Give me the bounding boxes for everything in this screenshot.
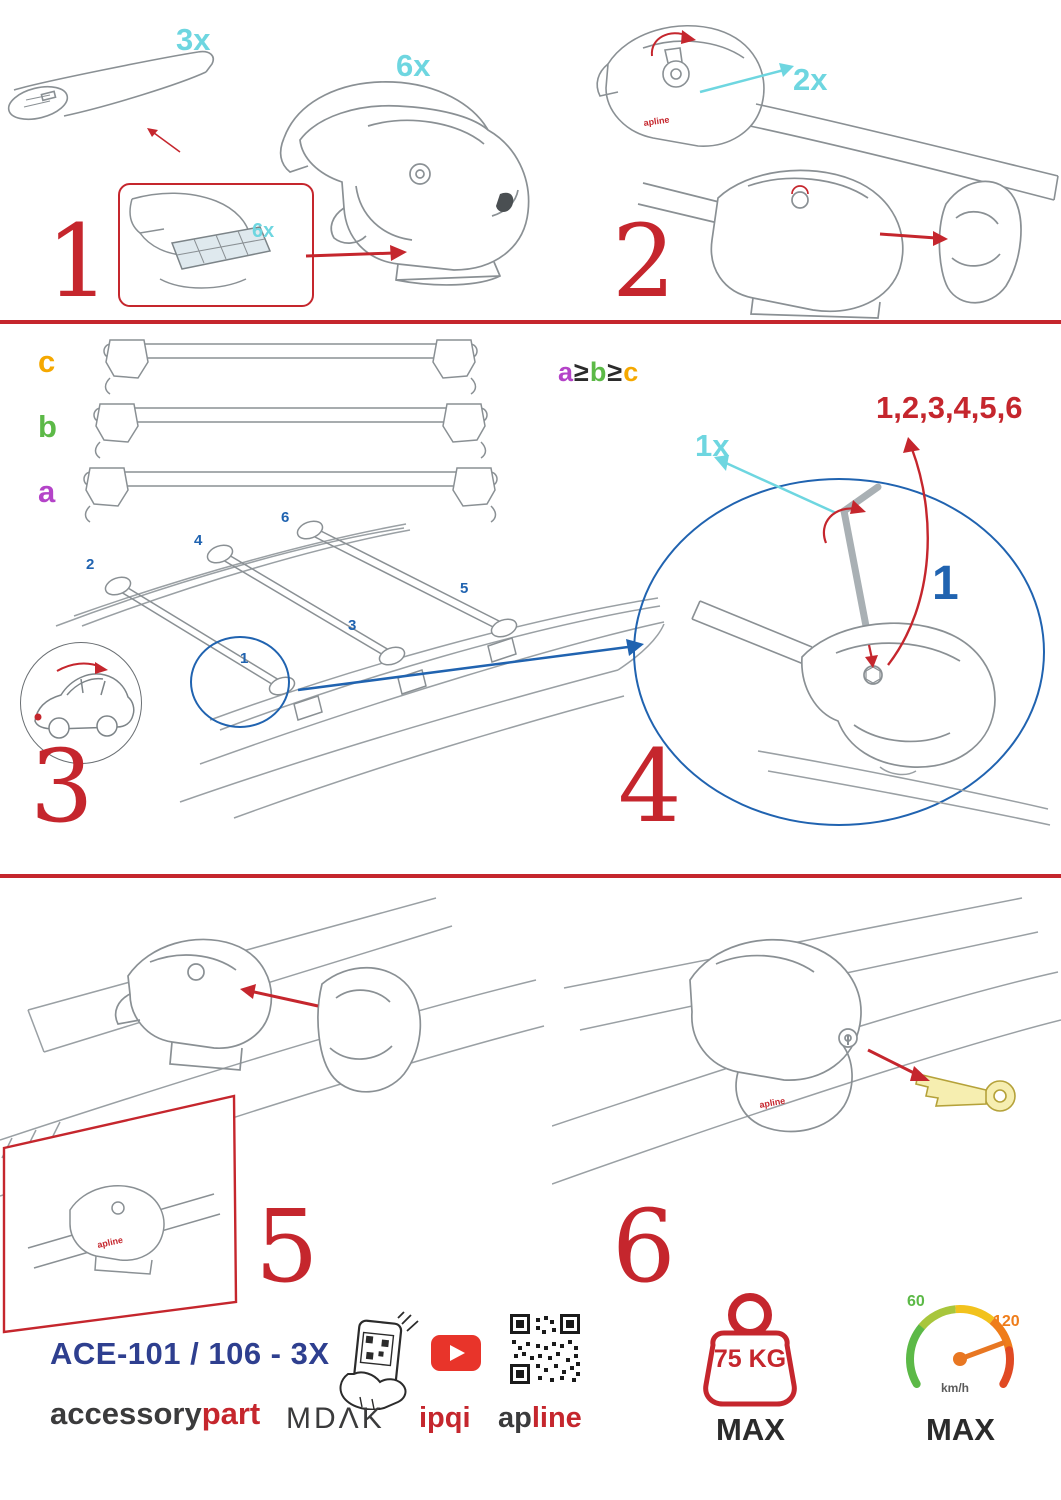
- installed-foot-box: apline: [2, 1094, 238, 1334]
- speed-max-value: 120: [993, 1313, 1020, 1330]
- compare-ge-2: ≥: [607, 357, 624, 387]
- foot-clamp-illustration: [279, 81, 530, 286]
- key-insert-arrow: [867, 1048, 930, 1081]
- foot-with-keyhole: [689, 938, 862, 1133]
- bar-label-c: c: [38, 344, 56, 379]
- position-1-highlight-circle: [190, 636, 290, 728]
- step-3-number: 3: [30, 728, 94, 845]
- position-number-4: 4: [194, 532, 203, 549]
- step-6-number: 6: [612, 1188, 676, 1305]
- foot-on-rail: [114, 938, 273, 1071]
- small-car-illustration: [34, 662, 135, 739]
- brand-emblem: [496, 192, 514, 212]
- qr-code-icon: [510, 1314, 580, 1384]
- pad-to-foot-arrow: [305, 245, 407, 261]
- brand-accessory: accessory: [50, 1396, 202, 1431]
- bar-b: [93, 403, 488, 459]
- bar-c: [103, 339, 478, 395]
- max-load-icon: [703, 1293, 797, 1407]
- apline-logo: apline: [498, 1402, 582, 1435]
- step-4-number: 4: [618, 728, 682, 845]
- lock-key-icon: [915, 1073, 1016, 1112]
- bar-quantity-label: 3x: [176, 22, 211, 57]
- key-quantity-label: 2x: [793, 62, 828, 97]
- crossbar-end-illustration: [7, 50, 214, 153]
- roof-rail-lines: [757, 750, 1051, 826]
- mdak-logo: MDΛK: [286, 1402, 385, 1435]
- crossbar-lines: [749, 103, 1059, 201]
- sequence-arrow: [887, 448, 929, 666]
- slide-arrow: [240, 984, 319, 1008]
- speed-min-label: 60: [907, 1293, 925, 1310]
- roof-and-rails: [55, 523, 665, 819]
- step-2-number: 2: [612, 203, 676, 320]
- bar-pointer-arrow: [147, 128, 181, 153]
- section-divider-1: [0, 320, 1061, 324]
- car-direction-detail: [20, 642, 142, 764]
- ipqi-logo: ipqi: [419, 1402, 471, 1434]
- step-5-number: 5: [255, 1188, 319, 1305]
- section-divider-2: [0, 874, 1061, 878]
- brand-part: part: [201, 1396, 261, 1431]
- accessorypart-logo: accessorypart: [50, 1396, 260, 1432]
- three-bars-illustration: [83, 339, 498, 523]
- phone-scan-icon: [339, 1311, 419, 1410]
- foot-and-endcap: [637, 169, 1022, 319]
- max-speed-gauge: 60 120 km/h MAX: [893, 1281, 1028, 1451]
- bar-label-a: a: [38, 474, 56, 509]
- pad-detail-box: [118, 183, 314, 307]
- position-number-3: 3: [348, 617, 357, 634]
- youtube-icon: [431, 1335, 481, 1371]
- endcap-arrow: [879, 231, 948, 246]
- compare-a: a: [558, 357, 575, 387]
- compare-c: c: [623, 357, 640, 387]
- compare-ge-1: ≥: [574, 357, 590, 387]
- tightening-sequence-label: 1,2,3,4,5,6: [876, 390, 1023, 425]
- tool-quantity-label: 1x: [695, 428, 730, 463]
- speedometer-icon: [906, 1305, 1014, 1388]
- tightening-detail-illustration: [691, 437, 1051, 826]
- position-number-1: 1: [240, 650, 249, 667]
- foot-detail: [801, 622, 996, 768]
- brand-ap: ap: [498, 1402, 532, 1434]
- brand-line: line: [531, 1402, 582, 1434]
- max-load-label: MAX: [716, 1412, 785, 1447]
- product-brand-tiny: apline: [643, 114, 670, 128]
- lock-key-illustration: apline: [552, 897, 1061, 1185]
- rubber-pad-illustration: [129, 192, 272, 289]
- detail-callout-arrow: [297, 639, 644, 692]
- tightening-detail-ellipse: [633, 478, 1045, 826]
- tool-quantity-arrow: [714, 455, 837, 515]
- mount-direction-arrow: [56, 662, 102, 672]
- step-1-number: 1: [46, 203, 110, 320]
- max-speed-label: MAX: [926, 1412, 995, 1447]
- position-number-2: 2: [86, 556, 95, 573]
- first-position-label: 1: [932, 557, 959, 610]
- foot-quantity-label: 6x: [396, 48, 431, 83]
- model-number: ACE-101 / 106 - 3X: [50, 1336, 330, 1371]
- speed-unit-label: km/h: [941, 1381, 970, 1395]
- product-brand-tiny: apline: [759, 1096, 786, 1110]
- installed-foot-illustration: [27, 1185, 221, 1275]
- pad-quantity-label: 6x: [252, 220, 275, 242]
- bar-label-b: b: [38, 409, 57, 444]
- compare-b: b: [589, 357, 608, 387]
- foot-with-lock: [596, 24, 765, 147]
- key-and-endcap-illustration: apline: [596, 24, 1059, 319]
- max-load-value: 75 KG: [713, 1345, 787, 1373]
- sliding-cover: [317, 966, 422, 1093]
- bar-a: [83, 467, 498, 523]
- crossbar-stub: [691, 600, 813, 666]
- bar-length-comparison: a≥b≥c: [558, 357, 639, 388]
- allen-key-icon: [840, 483, 882, 651]
- position-number-5: 5: [460, 580, 469, 597]
- position-number-6: 6: [281, 509, 290, 526]
- key-quantity-arrow: [699, 63, 794, 94]
